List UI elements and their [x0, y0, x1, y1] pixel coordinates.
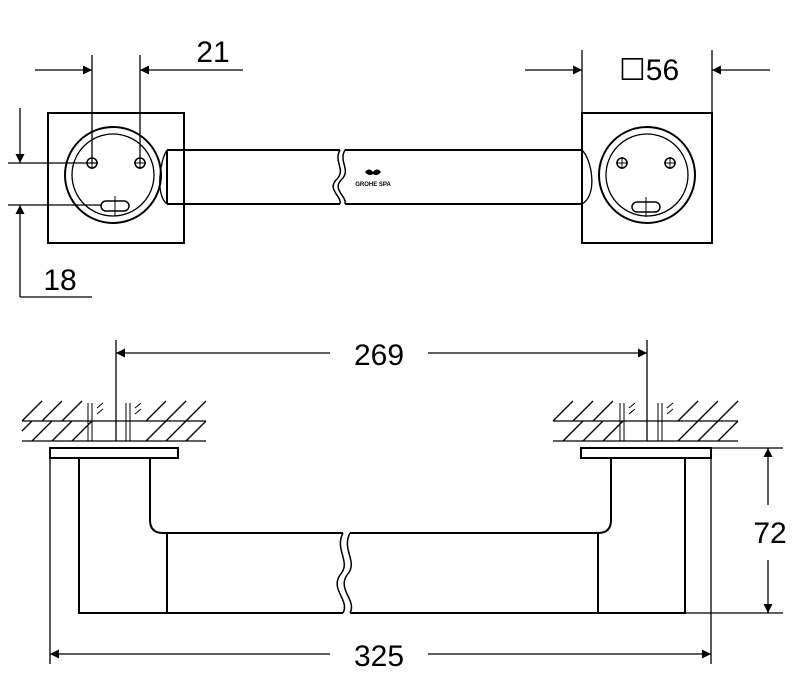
logo-wave-icon: [365, 169, 381, 176]
bar-top-view: [159, 149, 593, 205]
right-wall-anchors: [619, 402, 674, 441]
right-slot-hole: [631, 197, 661, 217]
right-bracket: [580, 447, 712, 614]
side-view: 269 72 325: [21, 339, 787, 673]
right-mounting-plate: [581, 112, 713, 244]
left-wall-hatch: [21, 400, 207, 442]
brand-logo: GROHE SPA: [355, 169, 391, 188]
left-wall-section: [21, 400, 207, 442]
logo-text: GROHE SPA: [355, 182, 391, 188]
dimension-overall-length: 325: [49, 458, 712, 673]
right-screw-hole-1: [616, 157, 628, 169]
right-screw-hole-2: [664, 157, 676, 169]
dimension-label-hole-offset: 18: [43, 264, 76, 297]
dimension-hole-offset: 18: [8, 108, 102, 298]
bar-side-view: [167, 532, 598, 614]
dimension-label-overall-length: 325: [354, 640, 404, 673]
left-wall-anchors: [87, 402, 142, 441]
right-wall-hatch: [552, 400, 739, 442]
dimension-hole-spacing: 21: [35, 36, 243, 163]
top-view: GROHE SPA 21 ☐56 18: [8, 36, 770, 298]
dimension-plate-size: ☐56: [525, 50, 770, 113]
right-wall-section: [552, 400, 739, 442]
left-bracket: [49, 447, 179, 614]
dimension-mount-spacing: 269: [115, 339, 648, 441]
dimension-label-projection: 72: [753, 517, 786, 550]
left-mounting-plate: [47, 112, 185, 244]
dimension-label-hole-spacing: 21: [196, 36, 229, 69]
dimension-label-plate-size: ☐56: [619, 54, 679, 87]
dimension-projection: 72: [685, 447, 787, 614]
dimension-label-mount-spacing: 269: [354, 339, 404, 372]
left-slot-hole: [100, 196, 130, 216]
